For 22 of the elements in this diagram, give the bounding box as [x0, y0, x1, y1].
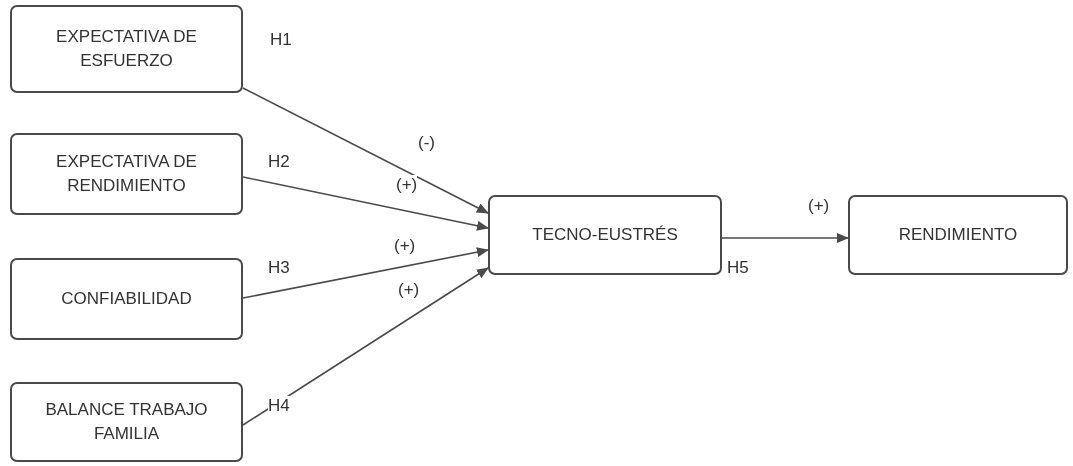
edge-label: (+) — [808, 196, 830, 216]
edge-label: (+) — [396, 175, 418, 195]
arrow — [242, 176, 489, 231]
construct-box — [848, 195, 1068, 275]
edge-label: (-) — [418, 133, 435, 153]
construct-label: TECNO-EUSTRÉS — [531, 224, 679, 246]
construct-label: EXPECTATIVA DE RENDIMIENTO — [55, 151, 198, 197]
construct-box — [10, 258, 243, 340]
construct-label: EXPECTATIVA DE ESFUERZO — [55, 26, 198, 72]
construct-label: BALANCE TRABAJO FAMILIA — [44, 399, 209, 445]
arrow — [242, 247, 489, 299]
construct-box — [10, 382, 243, 462]
construct-label: CONFIABILIDAD — [60, 288, 193, 310]
construct-box — [10, 5, 243, 93]
construct-box — [488, 195, 722, 275]
arrow — [242, 87, 489, 214]
edge-label: (+) — [394, 236, 416, 256]
edge-label: (+) — [398, 280, 420, 300]
construct-box — [10, 133, 243, 215]
construct-label: RENDIMIENTO — [897, 224, 1019, 246]
arrow — [242, 267, 489, 426]
arrow — [721, 233, 849, 243]
